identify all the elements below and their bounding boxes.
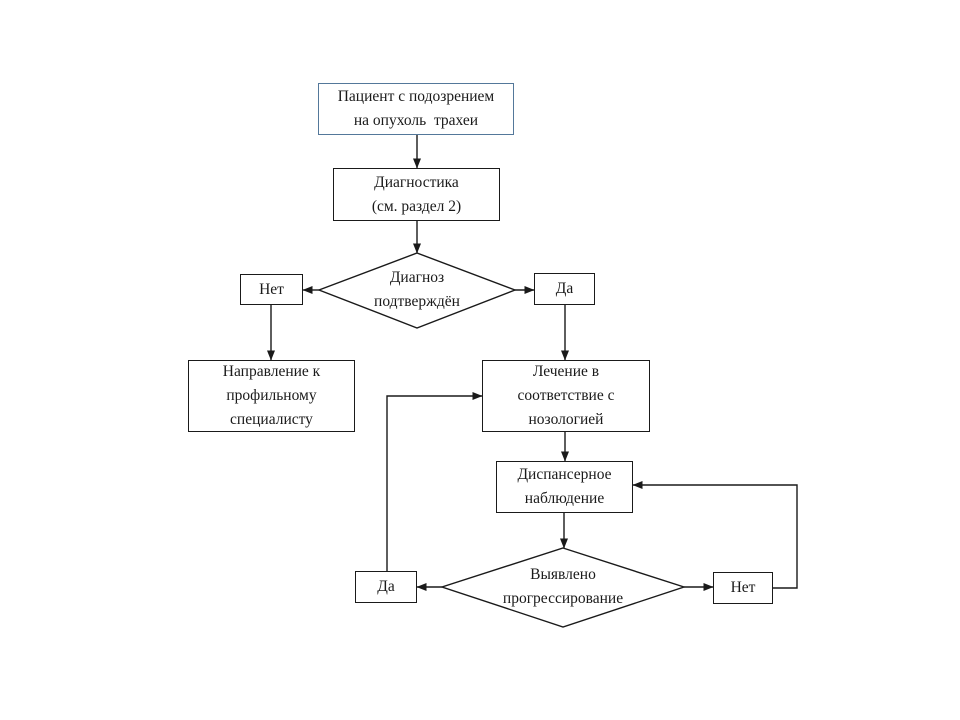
branch-label-no-top: Нет: [240, 274, 303, 305]
node-referral-specialist: Направление к профильному специалисту: [188, 360, 355, 432]
node-dispensary-observation: Диспансерное наблюдение: [496, 461, 633, 513]
decision-diagnosis-confirmed-shape: [317, 252, 517, 329]
node-diagnostics: Диагностика (см. раздел 2): [333, 168, 500, 221]
connector-no-loop-to-followup: [632, 481, 798, 589]
node-patient-suspected-label: Пациент с подозрением на опухоль трахеи: [337, 88, 495, 129]
decision-progression-shape: [439, 547, 687, 628]
node-diagnostics-label: Диагностика (см. раздел 2): [371, 173, 462, 215]
node-treatment-nosology-label: Лечение в соответствие с нозологией: [517, 363, 615, 428]
connector-yes-loop-to-treatment: [386, 392, 483, 571]
node-dispensary-observation-label: Диспансерное наблюдение: [517, 466, 612, 507]
node-patient-suspected: Пациент с подозрением на опухоль трахеи: [318, 83, 514, 135]
branch-label-yes-top: Да: [534, 273, 595, 305]
branch-label-no-bottom: Нет: [713, 572, 773, 604]
branch-label-yes-bottom: Да: [355, 571, 417, 603]
node-treatment-nosology: Лечение в соответствие с нозологией: [482, 360, 650, 432]
node-referral-specialist-label: Направление к профильному специалисту: [222, 363, 321, 428]
